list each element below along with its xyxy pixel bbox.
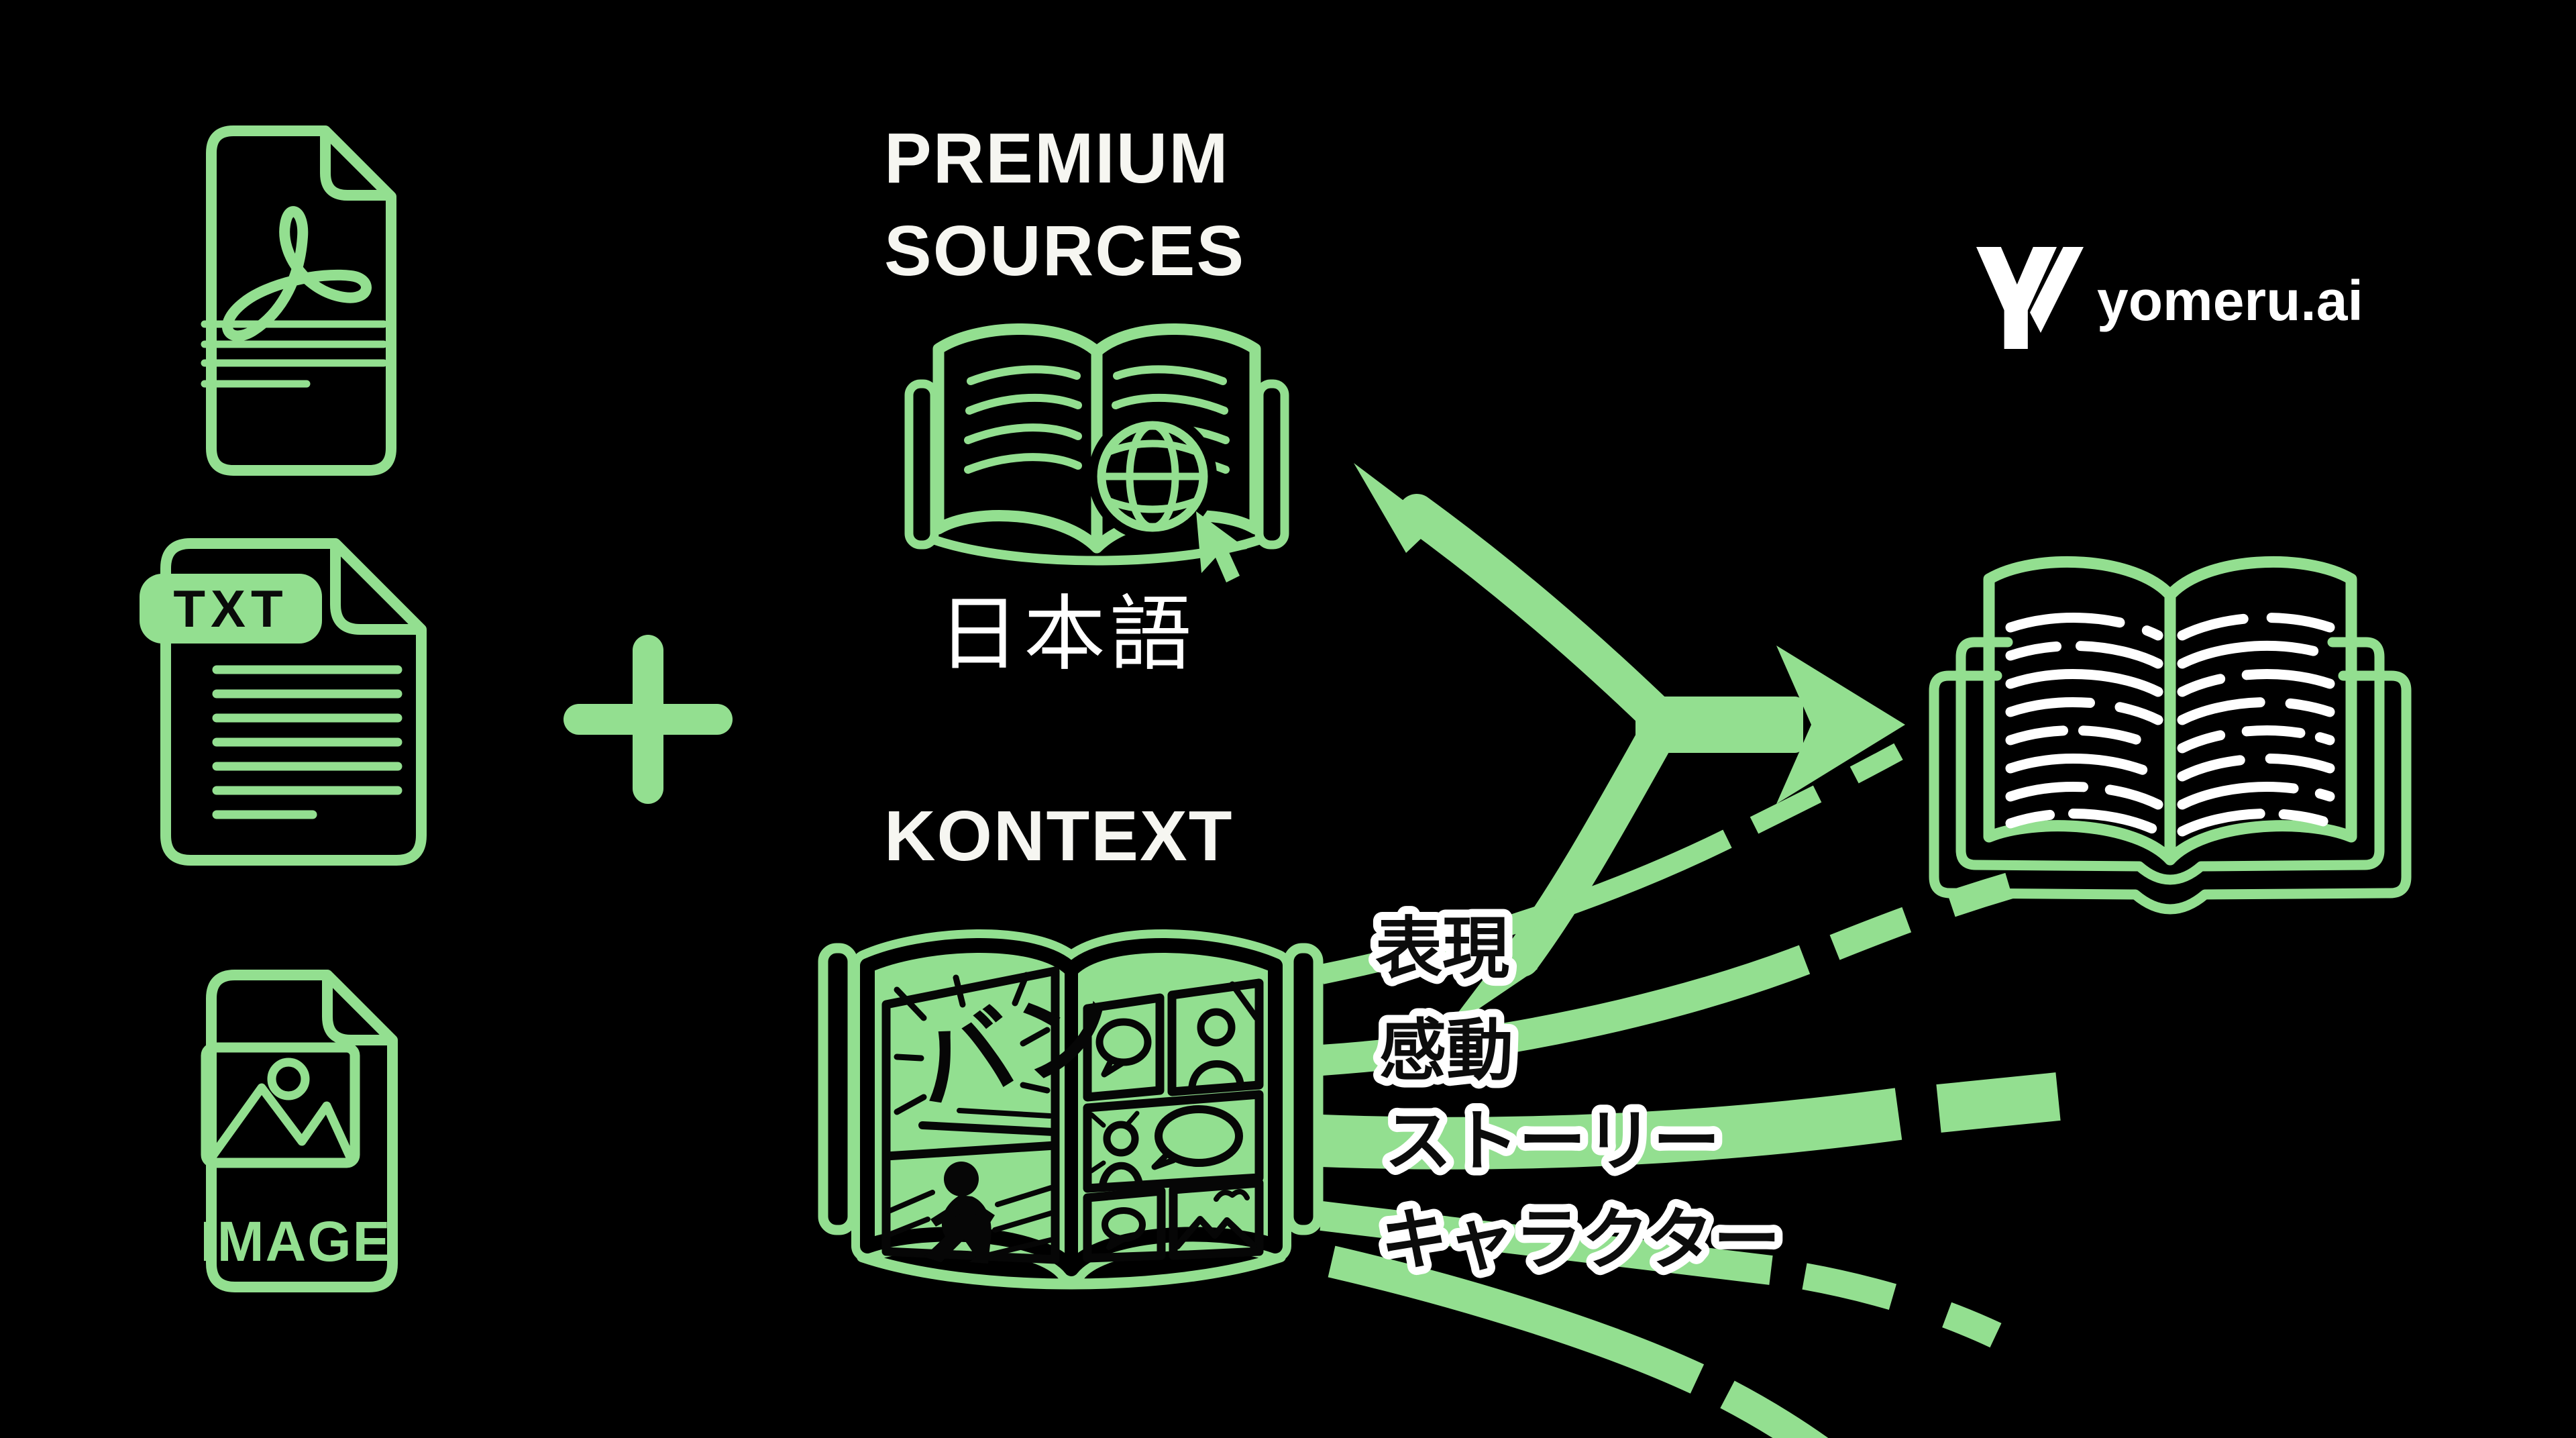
brand-wordmark: yomeru.ai <box>2097 269 2363 332</box>
image-file-label: IMAGE <box>200 1210 391 1273</box>
arrowhead-icon <box>1776 646 1905 804</box>
acrobat-loop-icon <box>222 206 372 342</box>
output-book-icon <box>1929 556 2412 915</box>
txt-badge-label: TXT <box>173 579 288 638</box>
image-file-icon: IMAGE <box>200 970 398 1292</box>
txt-badge <box>140 574 322 644</box>
y-slash-logo-icon <box>1976 247 2084 349</box>
output-book-text-lines <box>2005 613 2335 837</box>
mountain-icon <box>204 1083 357 1166</box>
manga-book-icon: バン <box>818 929 1324 1290</box>
feature-label-emotion: 感動 <box>1379 1013 1513 1088</box>
feature-label-character: キャラクター <box>1381 1202 1780 1278</box>
manga-right-page <box>1083 978 1264 1263</box>
feature-label-story: ストーリー <box>1385 1104 1720 1179</box>
cursor-icon <box>1196 511 1247 582</box>
picture-frame-icon <box>201 1042 360 1168</box>
premium-heading-line2: SOURCES <box>884 211 1246 291</box>
kontext-heading: KONTEXT <box>884 797 1234 876</box>
txt-file-icon: TXT <box>140 538 427 866</box>
sun-icon <box>267 1058 310 1100</box>
book-globe-icon <box>904 323 1289 582</box>
speed-lines <box>1320 743 2061 1438</box>
premium-heading-line1: PREMIUM <box>884 119 1230 198</box>
plus-icon <box>564 635 733 804</box>
running-figure-icon <box>924 1162 995 1264</box>
japanese-language-label: 日本語 <box>938 588 1195 680</box>
globe-icon <box>1088 412 1217 541</box>
feature-label-expression: 表現 <box>1375 911 1509 986</box>
premium-sources-heading: PREMIUM SOURCES <box>884 113 1245 298</box>
feature-labels: 表現 感動 ストーリー キャラクター <box>1367 903 1788 1286</box>
merge-arrow-icon <box>1354 463 1905 1033</box>
pdf-file-icon <box>201 125 396 476</box>
